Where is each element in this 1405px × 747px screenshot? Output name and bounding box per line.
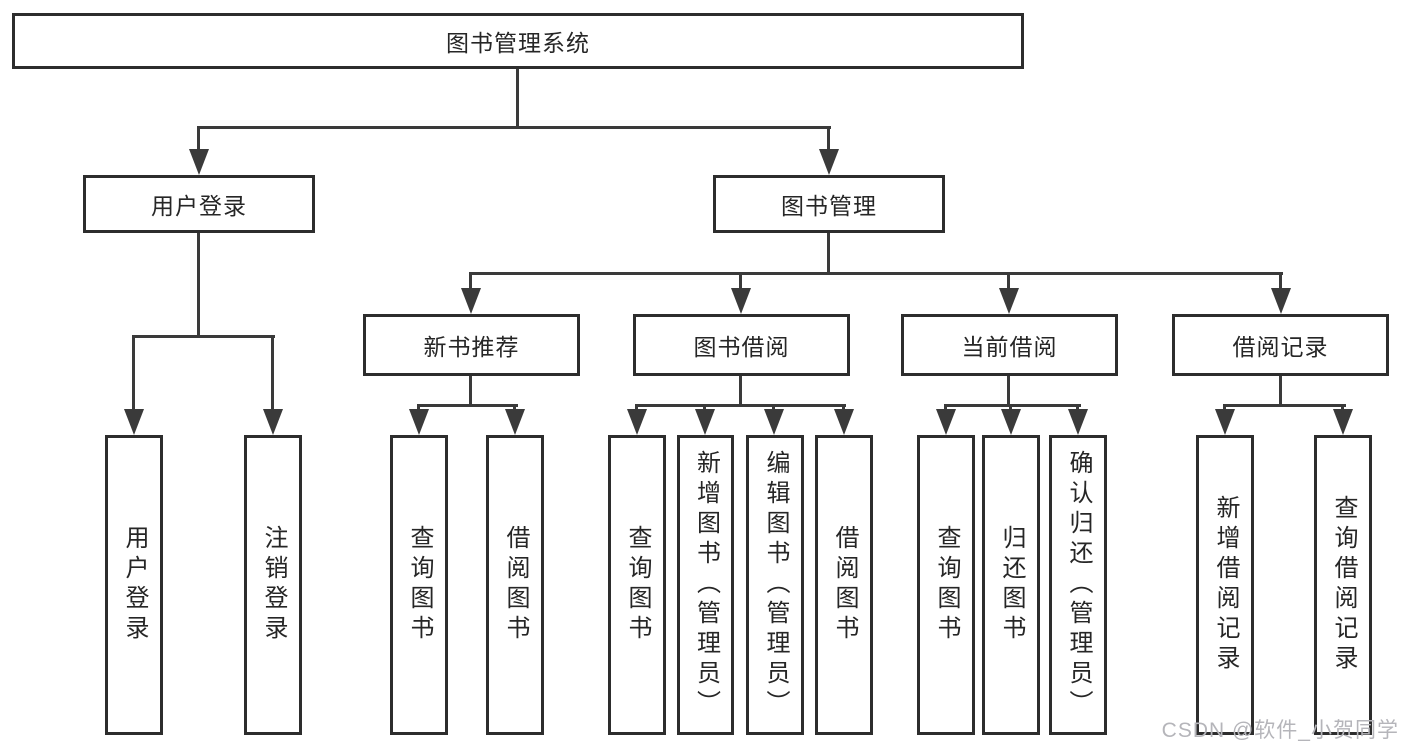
connector-line [635, 404, 638, 412]
connector-line [132, 335, 135, 413]
arrow-down-icon [764, 409, 784, 435]
connector-line [703, 404, 706, 412]
leaf-add-book-admin: 新增图书（管理员） [677, 435, 734, 735]
connector-line [132, 335, 275, 338]
connector-line [469, 376, 472, 407]
arrow-down-icon [124, 409, 144, 435]
node-user-login: 用户登录 [83, 175, 315, 233]
csdn-watermark: CSDN @软件_小贺同学 [1161, 719, 1399, 742]
connector-line [469, 272, 1283, 275]
connector-line [842, 404, 845, 412]
node-book-borrow: 图书借阅 [633, 314, 850, 376]
arrow-down-icon [409, 409, 429, 435]
leaf-borrow-books: 借阅图书 [815, 435, 873, 735]
node-new-book-recommend: 新书推荐 [363, 314, 580, 376]
connector-line [417, 404, 420, 412]
connector-line [1223, 404, 1226, 412]
arrow-down-icon [819, 149, 839, 175]
arrow-down-icon [1001, 409, 1021, 435]
arrow-down-icon [936, 409, 956, 435]
arrow-down-icon [1068, 409, 1088, 435]
connector-line [1341, 404, 1344, 412]
connector-line [197, 126, 831, 129]
connector-line [1009, 404, 1012, 412]
arrow-down-icon [627, 409, 647, 435]
connector-line [944, 404, 1081, 407]
connector-line [1223, 404, 1346, 407]
arrow-down-icon [1271, 288, 1291, 314]
leaf-add-borrow-record: 新增借阅记录 [1196, 435, 1254, 735]
leaf-return-books: 归还图书 [982, 435, 1040, 735]
connector-line [1076, 404, 1079, 412]
connector-line [1007, 376, 1010, 407]
connector-line [739, 376, 742, 407]
leaf-edit-book-admin: 编辑图书（管理员） [746, 435, 804, 735]
arrow-down-icon [999, 288, 1019, 314]
leaf-logout-login: 注销登录 [244, 435, 302, 735]
connector-line [417, 404, 518, 407]
connector-line [1279, 376, 1282, 407]
leaf-query-books-current: 查询图书 [917, 435, 975, 735]
arrow-down-icon [1333, 409, 1353, 435]
connector-line [197, 233, 200, 337]
connector-line [772, 404, 775, 412]
arrow-down-icon [461, 288, 481, 314]
arrow-down-icon [263, 409, 283, 435]
connector-line [271, 335, 274, 413]
leaf-query-books-borrow: 查询图书 [608, 435, 666, 735]
arrow-down-icon [189, 149, 209, 175]
connector-line [469, 272, 472, 292]
arrow-down-icon [505, 409, 525, 435]
leaf-query-borrow-record: 查询借阅记录 [1314, 435, 1372, 735]
connector-line [197, 126, 200, 156]
connector-line [944, 404, 947, 412]
leaf-user-login: 用户登录 [105, 435, 163, 735]
node-book-management: 图书管理 [713, 175, 945, 233]
connector-line [739, 272, 742, 292]
connector-line [827, 233, 830, 275]
connector-line [1007, 272, 1010, 292]
leaf-query-books-recommend: 查询图书 [390, 435, 448, 735]
connector-line [635, 404, 846, 407]
arrow-down-icon [834, 409, 854, 435]
connector-line [1279, 272, 1282, 292]
leaf-confirm-return-admin: 确认归还（管理员） [1049, 435, 1107, 735]
connector-line [827, 126, 830, 156]
arrow-down-icon [695, 409, 715, 435]
arrow-down-icon [731, 288, 751, 314]
connector-line [516, 69, 519, 127]
node-root-system: 图书管理系统 [12, 13, 1024, 69]
connector-line [513, 404, 516, 412]
node-borrow-records: 借阅记录 [1172, 314, 1389, 376]
arrow-down-icon [1215, 409, 1235, 435]
node-current-borrow: 当前借阅 [901, 314, 1118, 376]
leaf-borrow-books-recommend: 借阅图书 [486, 435, 544, 735]
